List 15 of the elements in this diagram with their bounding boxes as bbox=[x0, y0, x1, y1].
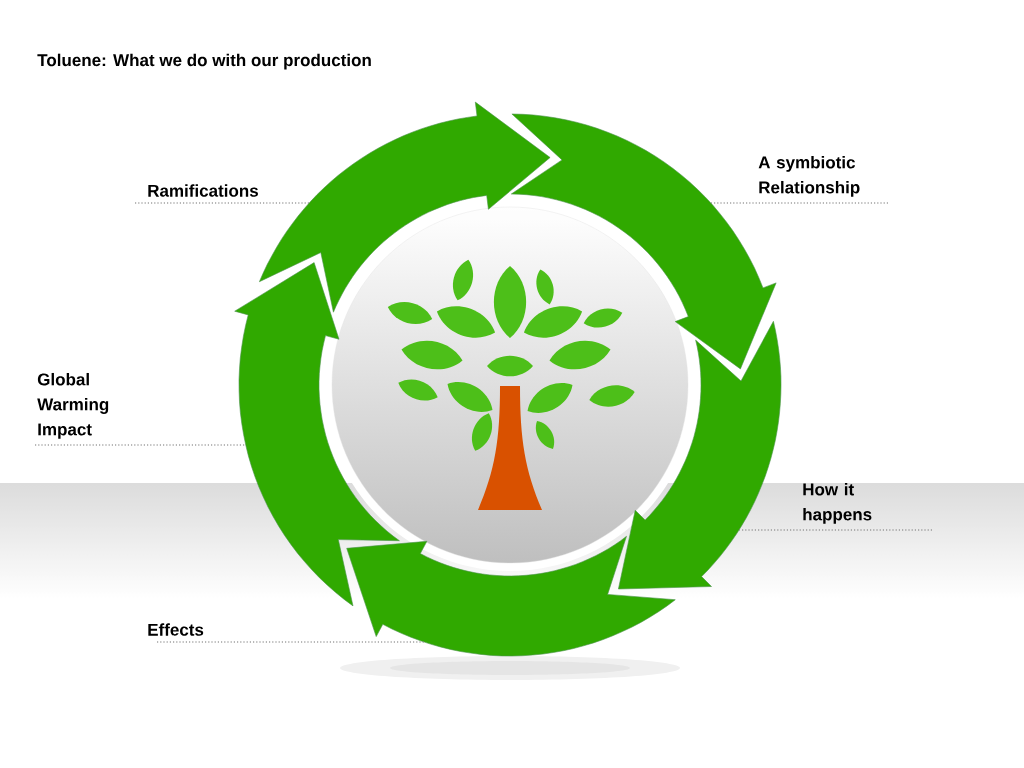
label-text: Ramifications bbox=[148, 184, 258, 197]
ring-segment bbox=[234, 262, 400, 607]
leader-line bbox=[710, 202, 889, 204]
leader-line bbox=[738, 529, 933, 531]
leader-line bbox=[134, 202, 310, 204]
label-text: Global Warming Impact bbox=[37, 372, 109, 439]
ring-segment bbox=[618, 321, 782, 590]
leader-line bbox=[34, 444, 247, 446]
leader-line bbox=[156, 641, 425, 643]
ring-segment bbox=[346, 536, 676, 657]
label-text: Effects bbox=[148, 623, 204, 636]
label-text: How it happens bbox=[803, 482, 872, 524]
title: Toluene: What we do with our production bbox=[37, 53, 371, 70]
ring-segment bbox=[259, 101, 551, 313]
label-text: A symbiotic Relationship bbox=[758, 155, 860, 197]
